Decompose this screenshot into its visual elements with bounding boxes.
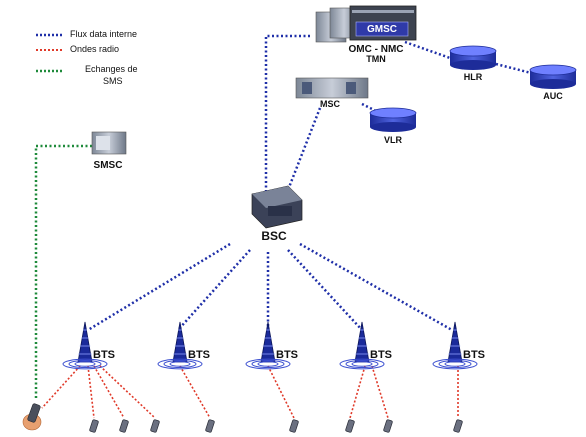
bts-tower-5: BTS xyxy=(432,321,485,370)
radio-bts1-phone0 xyxy=(41,365,81,409)
mobile-phone-icon xyxy=(205,419,215,433)
radio-bts2-phone xyxy=(179,365,211,419)
hand-phone-icon xyxy=(22,403,42,431)
link-msc-bsc xyxy=(286,107,322,191)
legend-sms-label-2: SMS xyxy=(103,76,123,86)
link-bsc-bts1 xyxy=(87,242,231,332)
link-bsc-bts4 xyxy=(287,249,363,331)
link-bsc-bts5 xyxy=(299,242,453,332)
bts-tower-1: BTS xyxy=(62,321,115,370)
smsc-label: SMSC xyxy=(94,160,123,171)
mobile-phone-icon xyxy=(150,419,160,433)
radio-bts1-phone1 xyxy=(87,365,95,419)
gmsc-label: GMSC xyxy=(367,24,397,35)
mobile-phones xyxy=(22,403,463,433)
link-smsc-phone xyxy=(34,144,92,398)
omc-label: OMC - NMC xyxy=(349,44,404,55)
legend-radio-label: Ondes radio xyxy=(70,44,119,54)
bts-antenna-icon xyxy=(172,321,188,363)
radio-bts4-phone1 xyxy=(349,365,366,419)
sms-link xyxy=(34,144,92,398)
radio-bts4-phone2 xyxy=(371,365,389,419)
mobile-phone-icon xyxy=(89,419,99,433)
bts-label-1: BTS xyxy=(93,349,115,361)
vlr-label: VLR xyxy=(384,135,403,145)
bts-antenna-icon xyxy=(354,321,370,363)
bts-tower-3: BTS xyxy=(245,321,298,370)
auc-label: AUC xyxy=(543,91,563,101)
bts-label-5: BTS xyxy=(463,349,485,361)
data-links xyxy=(87,34,536,332)
bts-tower-2: BTS xyxy=(157,321,210,370)
vlr-database: VLR xyxy=(369,107,417,145)
bts-label-2: BTS xyxy=(188,349,210,361)
bts-towers: BTS BTS BTS BTS BTS xyxy=(62,321,485,370)
link-bsc-bts2 xyxy=(177,249,251,331)
radio-bts1-phone2 xyxy=(93,365,125,419)
link-omc-hlr xyxy=(404,40,451,60)
bts-label-3: BTS xyxy=(276,349,298,361)
auc-database: AUC xyxy=(529,64,577,101)
legend-data-label: Flux data interne xyxy=(70,29,137,39)
legend: Flux data interne Ondes radio Echanges d… xyxy=(36,29,138,86)
msc-server: MSC xyxy=(295,77,369,109)
radio-links xyxy=(41,365,459,419)
radio-bts1-phone3 xyxy=(99,365,156,419)
mobile-phone-icon xyxy=(345,419,355,433)
bsc-label: BSC xyxy=(261,229,287,243)
gmsc-badge xyxy=(355,21,409,37)
msc-label: MSC xyxy=(320,99,341,109)
legend-sms-label-1: Echanges de xyxy=(85,64,138,74)
gmsc-server: GMSC OMC - NMC TMN xyxy=(315,5,417,64)
link-hlr-auc xyxy=(495,62,536,76)
hlr-database: HLR xyxy=(449,45,497,82)
mobile-phone-icon xyxy=(119,419,129,433)
bts-antenna-icon xyxy=(260,321,276,363)
radio-bts3-phone xyxy=(267,365,295,419)
mobile-phone-icon xyxy=(453,419,463,433)
mobile-phone-icon xyxy=(383,419,393,433)
tmn-label: TMN xyxy=(366,54,386,64)
mobile-phone-icon xyxy=(289,419,299,433)
smsc-server: SMSC xyxy=(91,131,127,171)
bsc-server: BSC xyxy=(251,185,303,243)
bts-tower-4: BTS xyxy=(339,321,392,370)
link-gmsc-bsc xyxy=(264,34,310,218)
hlr-label: HLR xyxy=(464,72,483,82)
bts-label-4: BTS xyxy=(370,349,392,361)
